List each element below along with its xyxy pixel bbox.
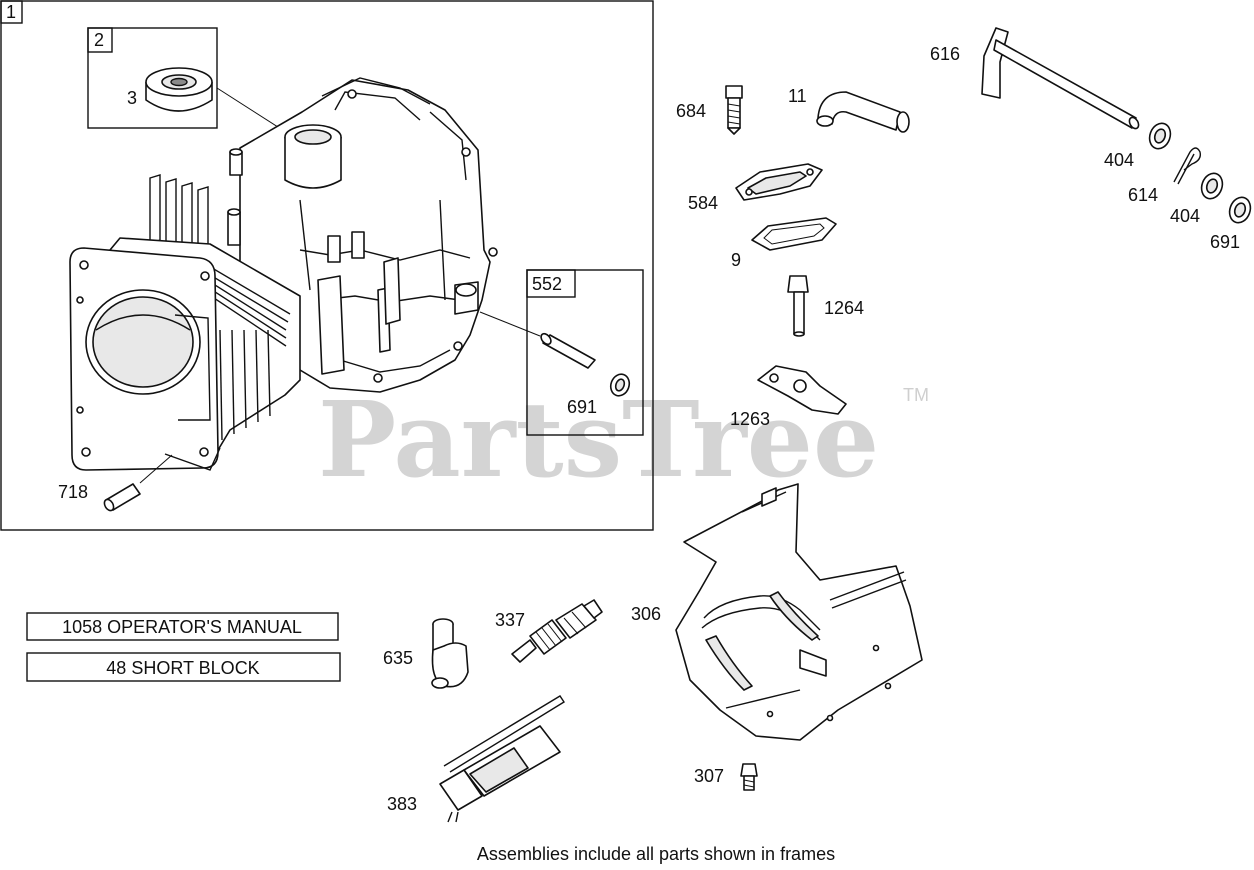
callout-337[interactable]: 337 <box>495 610 525 630</box>
dowel-pin-part-718[interactable] <box>103 483 141 512</box>
screw-part-307[interactable] <box>740 763 758 791</box>
leader-718 <box>139 454 173 484</box>
callout-614[interactable]: 614 <box>1128 185 1158 205</box>
frame-1-label: 1 <box>6 2 16 22</box>
callout-684[interactable]: 684 <box>676 101 706 121</box>
callout-1264[interactable]: 1264 <box>824 298 864 318</box>
assemblies-note: Assemblies include all parts shown in fr… <box>477 844 835 864</box>
washer-part-691-b[interactable] <box>1226 194 1254 225</box>
callout-3[interactable]: 3 <box>127 88 137 108</box>
breather-cover-part-584[interactable] <box>735 163 823 201</box>
callout-306[interactable]: 306 <box>631 604 661 624</box>
bolt-part-1264[interactable] <box>787 275 809 337</box>
screw-part-684[interactable] <box>725 85 743 135</box>
operators-manual-button[interactable]: 1058 OPERATOR'S MANUAL <box>26 612 339 641</box>
hitch-pin-part-614[interactable] <box>1173 147 1202 185</box>
washer-part-691-a[interactable] <box>608 372 632 399</box>
callout-691-b[interactable]: 691 <box>1210 232 1240 252</box>
plate-part-1263[interactable] <box>757 365 847 415</box>
callout-383[interactable]: 383 <box>387 794 417 814</box>
callout-718[interactable]: 718 <box>58 482 88 502</box>
callout-11[interactable]: 11 <box>788 86 807 106</box>
plug-boot-part-635[interactable] <box>431 618 469 689</box>
operators-manual-label: 1058 OPERATOR'S MANUAL <box>62 617 302 637</box>
breather-tube-part-11[interactable] <box>816 91 910 133</box>
callout-691-a[interactable]: 691 <box>567 397 597 417</box>
frame-2-tag <box>87 27 113 53</box>
washer-part-404-b[interactable] <box>1198 170 1226 201</box>
oil-seal-part-3[interactable] <box>145 67 213 112</box>
callout-1263[interactable]: 1263 <box>730 409 770 429</box>
frame-552-tag <box>526 269 576 298</box>
washer-part-404-a[interactable] <box>1146 120 1174 151</box>
gasket-part-9[interactable] <box>751 217 837 251</box>
callout-404-a[interactable]: 404 <box>1104 150 1134 170</box>
callout-307[interactable]: 307 <box>694 766 724 786</box>
callout-616[interactable]: 616 <box>930 44 960 64</box>
cylinder-block-part-1[interactable] <box>69 77 498 471</box>
frame-552-label: 552 <box>532 274 562 294</box>
governor-shaft-part-616[interactable] <box>981 27 1140 130</box>
callout-9[interactable]: 9 <box>731 250 741 270</box>
watermark: PartsTree <box>318 378 879 501</box>
assembly-frame-1 <box>0 0 654 531</box>
callout-404-b[interactable]: 404 <box>1170 206 1200 226</box>
watermark-trademark: TM <box>903 385 929 405</box>
spark-plug-wrench-part-383[interactable] <box>439 695 565 823</box>
callout-635[interactable]: 635 <box>383 648 413 668</box>
dowel-pin-part-552[interactable] <box>539 332 596 369</box>
assembly-frame-2 <box>87 27 218 129</box>
callout-584[interactable]: 584 <box>688 193 718 213</box>
frame-2-label: 2 <box>94 30 104 50</box>
spark-plug-part-337[interactable] <box>511 599 603 663</box>
shroud-part-306[interactable] <box>675 483 923 741</box>
leader-552 <box>479 311 541 337</box>
frame-1-tag <box>0 0 23 24</box>
assembly-frame-552 <box>526 269 644 436</box>
short-block-button[interactable]: 48 SHORT BLOCK <box>26 652 341 682</box>
short-block-label: 48 SHORT BLOCK <box>106 658 259 678</box>
